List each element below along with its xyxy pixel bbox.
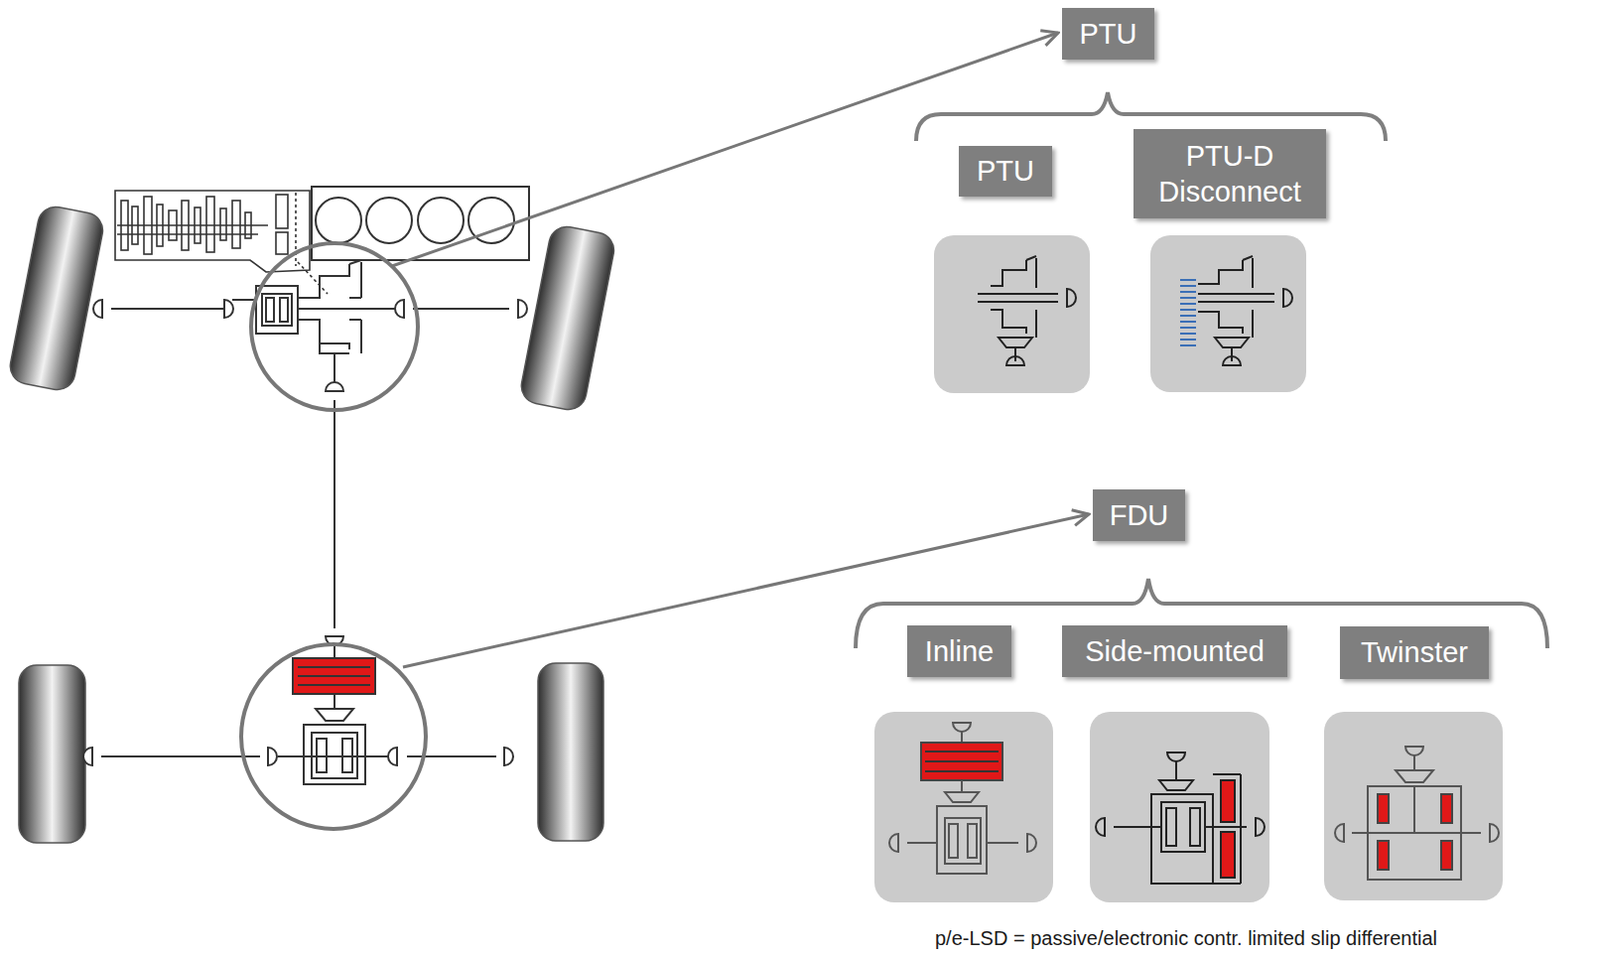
label-box: Side-mounted <box>1062 625 1288 677</box>
twinster-fdu-symbol <box>1334 746 1499 880</box>
label-box: FDU <box>1092 489 1186 541</box>
wheel <box>6 203 617 843</box>
box-label: Inline <box>925 633 994 669</box>
zoom-circle <box>241 644 426 829</box>
label-box: PTU <box>1062 7 1155 60</box>
box-label: PTU-D Disconnect <box>1143 137 1317 211</box>
ptu-symbol <box>977 256 1076 366</box>
pointer-arrow <box>392 32 1059 267</box>
variant-tile <box>874 235 1503 903</box>
rear-axle <box>83 636 514 785</box>
engine-block <box>311 186 530 261</box>
box-label: PTU <box>1079 15 1138 52</box>
label-box: Inline <box>907 625 1012 677</box>
inline-fdu-symbol <box>889 722 1037 874</box>
label-box: PTU-D Disconnect <box>1133 129 1327 219</box>
zoom-circle <box>251 243 418 410</box>
box-label: PTU <box>976 152 1035 189</box>
label-box: Twinster <box>1339 626 1489 679</box>
transmission-gears <box>115 190 328 294</box>
box-label: Side-mounted <box>1084 633 1265 669</box>
side-mounted-fdu-symbol <box>1095 752 1265 884</box>
footnote: p/e-LSD = passive/electronic contr. limi… <box>934 927 1438 950</box>
front-axle <box>93 260 528 629</box>
ptu-disconnect-symbol <box>1180 256 1293 366</box>
box-label: Twinster <box>1360 634 1468 670</box>
box-label: FDU <box>1109 497 1170 534</box>
label-box: PTU <box>958 145 1053 197</box>
